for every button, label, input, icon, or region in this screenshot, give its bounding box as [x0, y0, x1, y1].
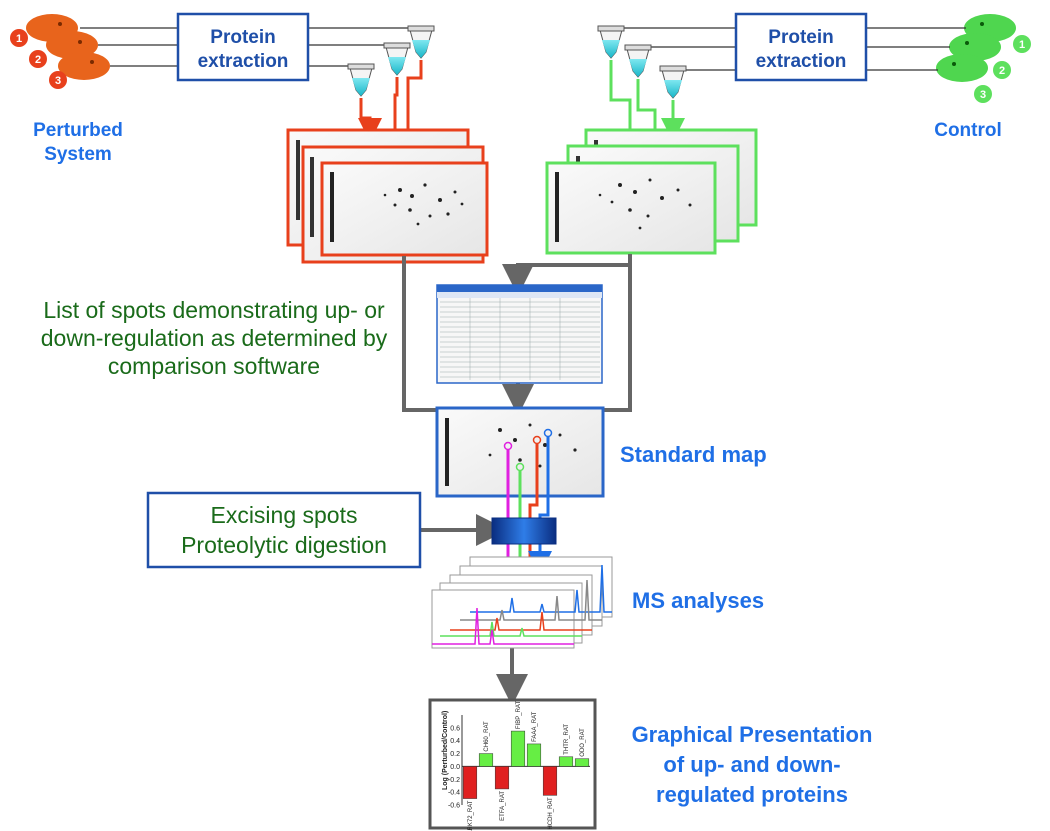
perturbed-extraction-box [176, 12, 310, 82]
excising-text: Excising spots [210, 502, 357, 528]
bar-label: CH60_RAT [484, 721, 490, 752]
extraction-label: Protein [210, 27, 275, 48]
test-tube-icon [383, 42, 411, 76]
bar-thtr-rat [558, 756, 574, 767]
number-badge [49, 71, 67, 89]
control-title: Control [934, 120, 1002, 141]
rat-icon [58, 52, 110, 80]
control-tubes [597, 25, 687, 99]
y-tick-label: 0.2 [450, 751, 460, 758]
number-badge [10, 29, 28, 47]
number-badge [974, 85, 992, 103]
bar-label: HCDH_RAT [548, 797, 554, 830]
y-tick-label: 0.0 [450, 764, 460, 771]
test-tube-icon [624, 44, 652, 78]
bar-etfa-rat [494, 766, 510, 790]
badge-number: 2 [35, 54, 41, 66]
badge-number: 2 [999, 65, 1005, 77]
spot-list-text: comparison software [108, 353, 320, 379]
y-tick-label: 0.6 [450, 725, 460, 732]
control-organisms: 1 2 3 [936, 14, 1031, 103]
badge-number: 1 [16, 33, 22, 45]
badge-number: 1 [1019, 39, 1025, 51]
log-ratio-bar-chart: Log (Perturbed/Control) -0.6 -0.4 -0.2 0.0 0… [428, 698, 597, 831]
perturbed-tubes [347, 25, 435, 97]
badge-number: 3 [55, 75, 61, 87]
control-extraction-box [734, 12, 868, 82]
bar-label: ETFA_RAT [500, 791, 506, 821]
test-tube-icon [347, 63, 375, 97]
gray-spectrum [460, 579, 602, 621]
orange-spectrum [450, 611, 592, 631]
extraction-label: extraction [198, 51, 289, 72]
y-tick-label: 0.4 [450, 738, 460, 745]
bar-label: ODO_RAT [580, 728, 586, 757]
bar-ch60-rat [478, 753, 494, 767]
magenta-spectrum [432, 607, 574, 645]
graphical-label: regulated proteins [656, 782, 848, 807]
chart-bars: ARK72_RAT CH60_RAT ETFA_RAT FIBP_RAT FAAA_RA… [462, 701, 590, 831]
perturbed-organisms: 1 2 3 [10, 14, 110, 89]
excising-box [146, 491, 422, 569]
extraction-label: extraction [756, 51, 847, 72]
bar-label: ARK72_RAT [468, 800, 474, 831]
gel-image [545, 161, 717, 255]
number-badge [993, 61, 1011, 79]
test-tube-icon [659, 65, 687, 99]
y-tick-label: -0.6 [448, 803, 460, 810]
bar-label: FIBP_RAT [516, 701, 522, 730]
ms-analyses-label: MS analyses [632, 588, 764, 613]
bar-ark72-rat [462, 766, 478, 799]
chart-ylabel: Log (Perturbed/Control) [442, 711, 449, 790]
y-tick-label: -0.4 [448, 790, 460, 797]
number-badge [1013, 35, 1031, 53]
bar-label: FAAA_RAT [532, 711, 538, 742]
spreadsheet-thumbnail [436, 284, 603, 384]
bar-hcdh-rat [542, 766, 558, 796]
gel-image [320, 161, 489, 257]
test-tube-icon [407, 25, 435, 59]
bar-label: THTR_RAT [564, 724, 570, 755]
y-tick-label: -0.2 [448, 777, 460, 784]
graphical-label: Graphical Presentation [632, 722, 873, 747]
rat-icon [936, 54, 988, 82]
graphical-label: of up- and down- [663, 752, 840, 777]
bar-fibp-rat [510, 730, 526, 767]
spectrum-panel [431, 589, 575, 649]
spot-list-text: List of spots demonstrating up- or [43, 297, 385, 323]
perturbed-gel-stack [286, 128, 489, 264]
spreadsheet-rows [440, 298, 600, 380]
standard-map-label: Standard map [620, 442, 767, 467]
control-gel-stack [545, 128, 758, 255]
number-badge [29, 50, 47, 68]
perturbed-title: System [44, 144, 112, 165]
rat-icon [46, 31, 98, 59]
bar-odo-rat [574, 758, 590, 767]
extraction-label: Protein [768, 27, 833, 48]
ms-spectra-stack [431, 556, 613, 649]
digestion-block [491, 517, 557, 545]
test-tube-icon [597, 25, 625, 59]
bar-faaa-rat [526, 743, 542, 767]
blue-spectrum [470, 564, 612, 613]
spot-list-text: down-regulation as determined by [41, 325, 388, 351]
perturbed-title: Perturbed [33, 120, 123, 141]
badge-number: 3 [980, 89, 986, 101]
green-spectrum [440, 621, 582, 637]
excising-text: Proteolytic digestion [181, 532, 387, 558]
